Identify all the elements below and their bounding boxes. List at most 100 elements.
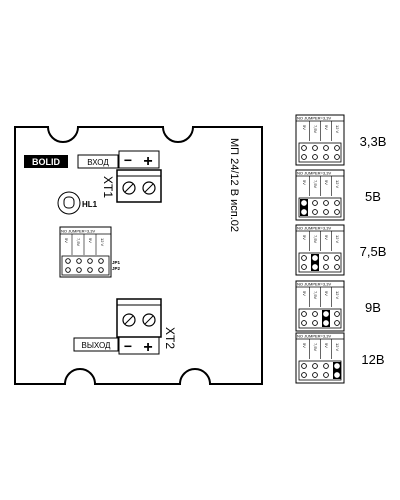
output-label: ВЫХОД <box>82 341 112 350</box>
setting-col-label: 5V <box>302 343 307 348</box>
setting-1: NO JUMPER=3,3V 5V 7,5V 9V 12 V 3,3В <box>295 114 387 166</box>
setting-voltage-label: 12В <box>361 352 384 367</box>
setting-col-label: 9V <box>324 125 329 130</box>
setting-col-label: 7,5V <box>313 125 318 134</box>
setting-4: NO JUMPER=3,3V 5V 7,5V 9V 12 V 9В <box>295 280 381 332</box>
pin <box>323 200 329 206</box>
board-jumper-header: NO JUMPER=3,3V <box>61 229 95 234</box>
pin <box>323 311 329 317</box>
setting-voltage-label: 7,5В <box>360 244 387 259</box>
xt2-terminal <box>116 298 162 338</box>
input-polarity-box <box>118 150 160 169</box>
jumper-cap <box>300 199 308 216</box>
hl1-led-body <box>63 196 75 209</box>
hl1-label: HL1 <box>82 200 98 209</box>
pin <box>301 255 307 261</box>
pin <box>301 264 307 270</box>
pin <box>301 209 307 215</box>
setting-col-label: 12 V <box>335 180 340 189</box>
setting-col-label: 12 V <box>335 343 340 352</box>
setting-col-label: 7,5V <box>313 180 318 189</box>
pin <box>334 154 340 160</box>
pin <box>301 145 307 151</box>
setting-col-label: 5V <box>302 125 307 130</box>
output-minus: − <box>124 338 132 354</box>
pin <box>334 372 340 378</box>
jumper-cap <box>333 362 341 379</box>
setting-2: NO JUMPER=3,3V 5V 7,5V 9V 12 V 5В <box>295 169 381 221</box>
pin <box>312 264 318 270</box>
jp1-label: JP1 <box>112 260 121 265</box>
pin <box>323 154 329 160</box>
jumper-cap <box>322 310 330 327</box>
pin <box>301 372 307 378</box>
pin <box>312 255 318 261</box>
setting-col-label: 7,5V <box>313 235 318 244</box>
setting-col-label: 9V <box>324 291 329 296</box>
jp2-label: JP2 <box>112 266 121 271</box>
setting-header: NO JUMPER=3,3V <box>297 334 331 339</box>
setting-col-label: 12 V <box>335 291 340 300</box>
setting-header: NO JUMPER=3,3V <box>297 226 331 231</box>
pin <box>301 311 307 317</box>
setting-col-label: 9V <box>324 343 329 348</box>
pin <box>312 209 318 215</box>
xt1-label: XT1 <box>101 176 115 198</box>
setting-header: NO JUMPER=3,3V <box>297 171 331 176</box>
input-plus: + <box>143 153 152 170</box>
pin <box>301 320 307 326</box>
output-polarity-box <box>118 336 160 355</box>
setting-header: NO JUMPER=3,3V <box>297 282 331 287</box>
board-col-5v: 5V <box>64 238 69 243</box>
setting-col-label: 5V <box>302 291 307 296</box>
pin <box>334 145 340 151</box>
pin <box>312 363 318 369</box>
pin <box>301 363 307 369</box>
board-col-7-5v: 7,5V <box>76 238 81 247</box>
setting-col-label: 12 V <box>335 235 340 244</box>
setting-col-label: 5V <box>302 180 307 185</box>
pin <box>334 255 340 261</box>
setting-col-label: 12 V <box>335 125 340 134</box>
model-label: МП 24/12 В исп.02 <box>228 138 240 232</box>
setting-col-label: 9V <box>324 235 329 240</box>
pin <box>301 154 307 160</box>
board-col-12v: 12 V <box>100 238 105 247</box>
pin <box>312 154 318 160</box>
pin <box>334 200 340 206</box>
setting-voltage-label: 3,3В <box>360 134 387 149</box>
input-minus: − <box>124 152 132 168</box>
input-label: ВХОД <box>87 158 109 167</box>
pin <box>323 363 329 369</box>
jumper-cap <box>311 254 319 271</box>
pin <box>312 311 318 317</box>
pin <box>323 145 329 151</box>
pin <box>334 363 340 369</box>
output-label-box <box>73 337 119 352</box>
setting-voltage-label: 5В <box>365 189 381 204</box>
board-jumper-block: NO JUMPER=3,3V 5V 7,5V 9V 12 V <box>59 226 112 278</box>
pin <box>323 209 329 215</box>
pin <box>334 264 340 270</box>
pin <box>312 320 318 326</box>
pin <box>312 200 318 206</box>
setting-col-label: 9V <box>324 180 329 185</box>
bolid-logo: BOLID <box>32 157 60 167</box>
input-label-box <box>77 154 119 169</box>
pin <box>334 320 340 326</box>
pin <box>323 320 329 326</box>
setting-header: NO JUMPER=3,3V <box>297 116 331 121</box>
hl1-led <box>57 191 81 215</box>
pin <box>301 200 307 206</box>
pin <box>312 145 318 151</box>
pin <box>312 372 318 378</box>
xt1-terminal <box>116 169 162 203</box>
setting-col-label: 7,5V <box>313 291 318 300</box>
setting-voltage-label: 9В <box>365 300 381 315</box>
board-col-9v: 9V <box>88 238 93 243</box>
pin <box>323 255 329 261</box>
